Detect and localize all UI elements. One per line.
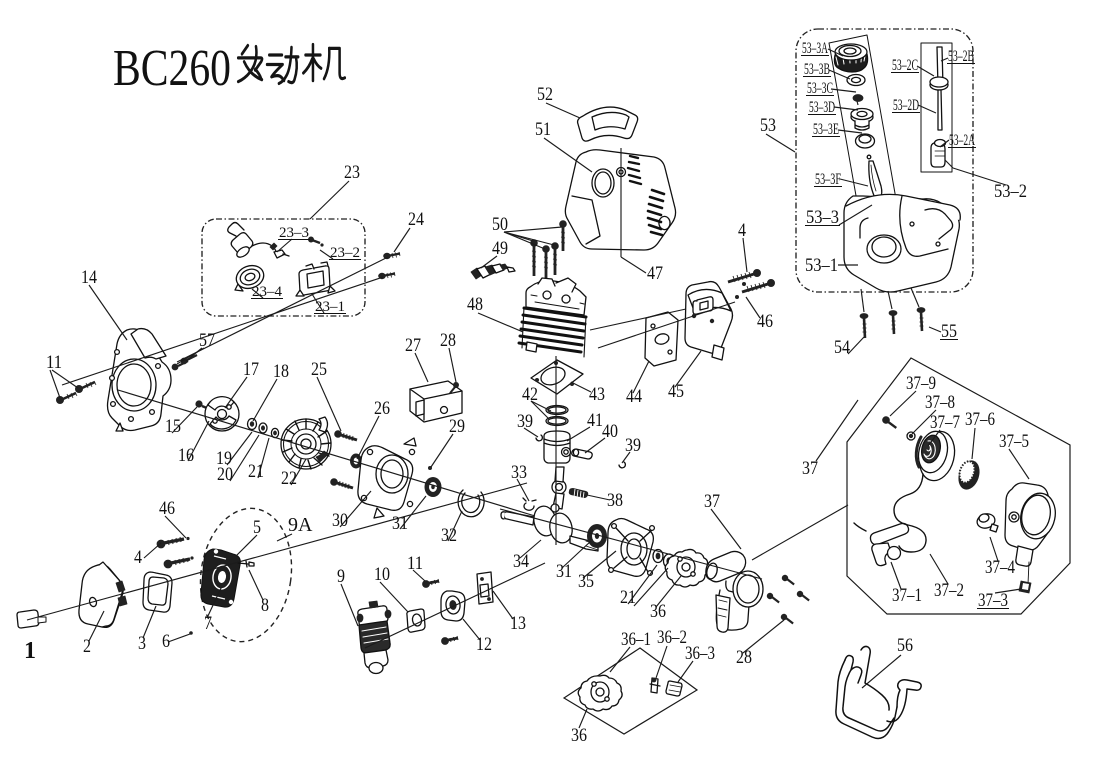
- svg-text:37–9: 37–9: [906, 373, 936, 394]
- svg-text:32: 32: [441, 525, 457, 546]
- svg-text:23–2: 23–2: [330, 245, 360, 261]
- svg-text:37–7: 37–7: [930, 412, 960, 433]
- svg-text:46: 46: [757, 311, 773, 332]
- svg-text:56: 56: [897, 635, 913, 656]
- svg-text:30: 30: [332, 510, 348, 531]
- svg-text:48: 48: [467, 294, 483, 315]
- svg-text:9A: 9A: [288, 514, 313, 536]
- svg-text:8: 8: [261, 595, 269, 616]
- svg-text:53–2B: 53–2B: [948, 48, 974, 65]
- svg-text:23–1: 23–1: [315, 299, 345, 315]
- svg-text:37: 37: [704, 491, 720, 512]
- svg-text:34: 34: [513, 551, 529, 572]
- svg-text:28: 28: [440, 330, 456, 351]
- svg-text:33: 33: [511, 462, 527, 483]
- svg-text:54: 54: [834, 337, 850, 358]
- svg-text:50: 50: [492, 214, 508, 235]
- svg-text:BC260: BC260: [113, 40, 231, 97]
- svg-text:23: 23: [344, 162, 360, 183]
- svg-text:53–2A: 53–2A: [949, 132, 975, 149]
- svg-text:39: 39: [625, 435, 641, 456]
- svg-text:36: 36: [650, 601, 666, 622]
- svg-text:55: 55: [941, 321, 957, 342]
- svg-text:37: 37: [802, 458, 818, 479]
- svg-text:53–3: 53–3: [806, 207, 839, 228]
- svg-text:53–3C: 53–3C: [807, 80, 833, 97]
- svg-text:37–1: 37–1: [892, 585, 922, 606]
- svg-text:10: 10: [374, 564, 390, 585]
- svg-text:38: 38: [607, 490, 623, 511]
- svg-text:53–3D: 53–3D: [809, 99, 835, 116]
- svg-text:3: 3: [138, 633, 146, 654]
- svg-text:4: 4: [738, 220, 746, 241]
- svg-text:53–3F: 53–3F: [815, 171, 841, 188]
- svg-text:14: 14: [81, 267, 97, 288]
- svg-text:37–3: 37–3: [978, 590, 1008, 611]
- svg-text:53–3B: 53–3B: [804, 61, 830, 78]
- svg-text:2: 2: [83, 636, 91, 657]
- svg-text:4: 4: [134, 547, 142, 568]
- svg-text:53–3A: 53–3A: [802, 40, 828, 57]
- svg-text:25: 25: [311, 359, 327, 380]
- svg-text:41: 41: [587, 410, 603, 431]
- svg-text:6: 6: [162, 631, 170, 652]
- svg-text:42: 42: [522, 384, 538, 405]
- svg-text:19: 19: [216, 448, 232, 469]
- svg-text:52: 52: [537, 84, 553, 105]
- svg-text:27: 27: [405, 335, 421, 356]
- svg-text:28: 28: [736, 647, 752, 668]
- svg-text:11: 11: [407, 553, 423, 574]
- svg-text:37–4: 37–4: [985, 557, 1015, 578]
- svg-text:31: 31: [392, 513, 408, 534]
- svg-text:15: 15: [165, 416, 181, 437]
- svg-text:29: 29: [449, 416, 465, 437]
- svg-text:53–1: 53–1: [805, 255, 838, 276]
- svg-text:39: 39: [517, 411, 533, 432]
- svg-text:9: 9: [337, 566, 345, 587]
- svg-text:43: 43: [589, 384, 605, 405]
- svg-text:23–3: 23–3: [279, 225, 309, 241]
- svg-text:53: 53: [760, 115, 776, 136]
- svg-text:11: 11: [46, 352, 62, 373]
- svg-text:49: 49: [492, 238, 508, 259]
- svg-text:37–5: 37–5: [999, 431, 1029, 452]
- svg-text:37–8: 37–8: [925, 392, 955, 413]
- svg-text:53–2C: 53–2C: [892, 57, 918, 74]
- svg-text:53–3E: 53–3E: [813, 121, 839, 138]
- svg-text:26: 26: [374, 398, 390, 419]
- svg-text:5: 5: [253, 517, 261, 538]
- svg-text:31: 31: [556, 561, 572, 582]
- svg-text:36–3: 36–3: [685, 643, 715, 664]
- svg-text:17: 17: [243, 359, 259, 380]
- svg-text:22: 22: [281, 468, 297, 489]
- svg-text:36–2: 36–2: [657, 627, 687, 648]
- svg-text:37–2: 37–2: [934, 580, 964, 601]
- svg-text:7: 7: [204, 613, 212, 634]
- svg-text:12: 12: [476, 634, 492, 655]
- svg-text:35: 35: [578, 571, 594, 592]
- svg-text:36: 36: [571, 725, 587, 746]
- svg-text:51: 51: [535, 119, 551, 140]
- svg-text:21: 21: [248, 461, 264, 482]
- svg-text:1: 1: [24, 638, 36, 664]
- svg-text:37–6: 37–6: [965, 409, 995, 430]
- svg-text:20: 20: [217, 464, 233, 485]
- svg-text:23–4: 23–4: [252, 284, 283, 300]
- svg-text:24: 24: [408, 209, 424, 230]
- svg-text:44: 44: [626, 386, 642, 407]
- svg-text:18: 18: [273, 361, 289, 382]
- svg-text:46: 46: [159, 498, 175, 519]
- svg-text:45: 45: [668, 381, 684, 402]
- svg-text:21: 21: [620, 587, 636, 608]
- svg-text:13: 13: [510, 613, 526, 634]
- svg-text:16: 16: [178, 445, 194, 466]
- svg-text:53–2: 53–2: [994, 181, 1027, 202]
- svg-text:40: 40: [602, 421, 618, 442]
- svg-text:53–2D: 53–2D: [893, 97, 919, 114]
- svg-text:47: 47: [647, 263, 663, 284]
- svg-text:57: 57: [199, 330, 215, 351]
- svg-text:36–1: 36–1: [621, 629, 651, 650]
